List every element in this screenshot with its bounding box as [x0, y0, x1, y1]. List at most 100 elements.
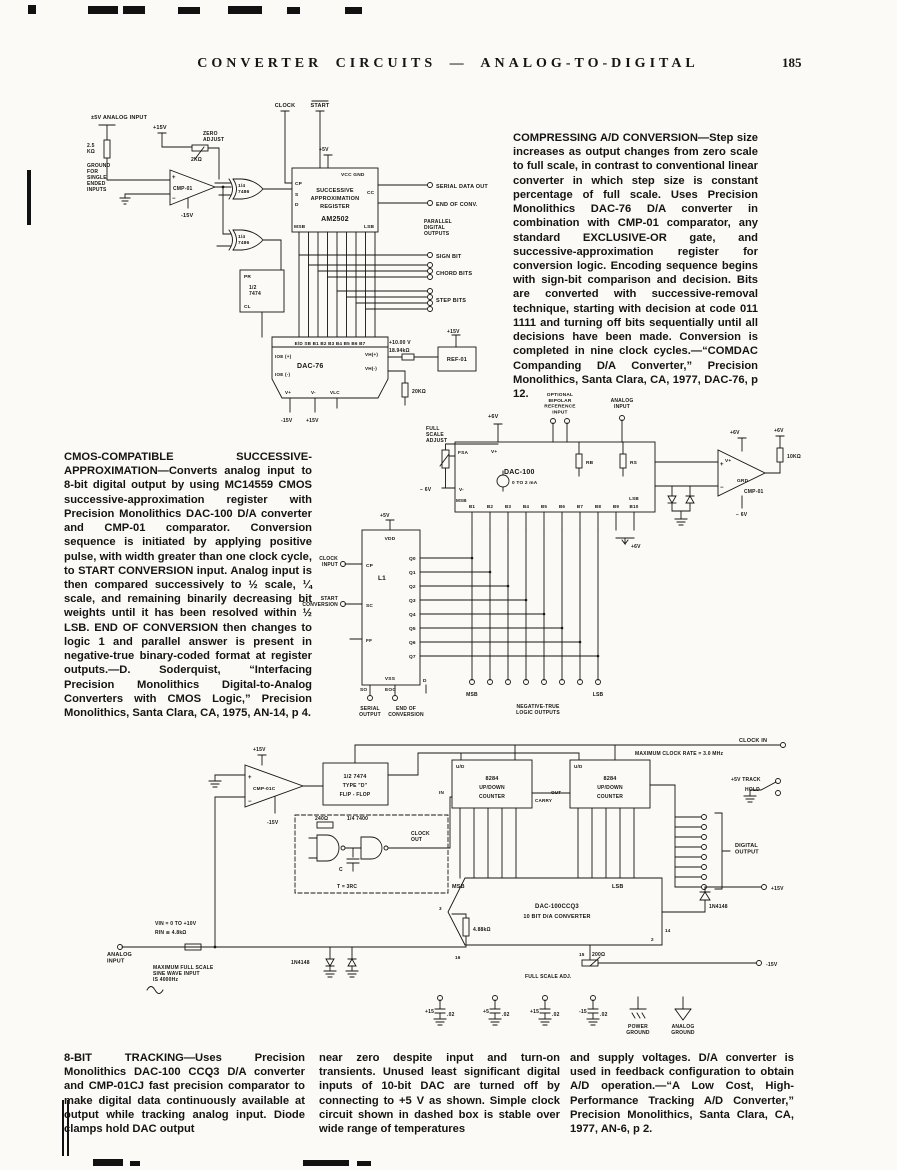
terminal-minus15	[756, 960, 762, 966]
article-compressing: COMPRESSING A/D CONVERSION—Step size inc…	[513, 131, 758, 401]
circuit2-label-q4: Q4	[409, 612, 416, 618]
circuit2-label-cmp-vplus: V+	[725, 458, 731, 464]
circuit3-label-minus15-right: -15V	[766, 962, 778, 968]
circuit2-label-lsb-out: LSB	[593, 692, 604, 698]
circuit3-label-track: +5V TRACK	[731, 777, 761, 783]
scan-mark	[130, 1161, 140, 1166]
circuit2-label-l1: L1	[378, 575, 386, 582]
circuit3-label-max-clock-rate: MAXIMUM CLOCK RATE = 3.0 MHz	[635, 751, 723, 757]
circuit2-label-q3: Q3	[409, 598, 416, 604]
circuit1-label-pin-s: S	[295, 192, 299, 198]
circuit2-label-sc: SC	[366, 603, 373, 609]
circuit1-label-msb: MSB	[294, 224, 306, 230]
circuit3-label-counter-a-3: COUNTER	[479, 794, 505, 800]
terminal-clock-in	[780, 742, 786, 748]
terminal-end-of-conversion	[392, 695, 398, 701]
circuit3-label-ud-a: U/D	[456, 764, 465, 769]
circuit3-label-counter-a-2: UP/DOWN	[479, 785, 505, 791]
potentiometer-200	[581, 959, 599, 967]
circuit1-label-r-1894k: 18.94kΩ	[389, 348, 410, 354]
circuit3-label-d1n4148-left: 1N4148	[291, 960, 310, 966]
article-cmos-title: CMOS-COMPATIBLE SUCCESSIVE-APPROXIMATION	[64, 451, 312, 478]
circuit1-label-ioe-minus: IOE (-)	[275, 372, 290, 377]
circuit2-label-b10: B10	[629, 504, 638, 509]
scan-mark	[357, 1161, 371, 1166]
counter-8284-a	[451, 759, 533, 809]
circuit2-label-b6: B6	[559, 504, 566, 509]
circuit2-label-plus5-reg: +5V	[380, 513, 390, 519]
article-tracking-col2-body: near zero despite input and turn-on tran…	[319, 1052, 560, 1136]
circuit2-label-q6: Q6	[409, 640, 416, 646]
circuit3-label-counter-b-3: COUNTER	[597, 794, 623, 800]
circuit2-label-vss: VSS	[385, 676, 396, 682]
circuit1-label-pin-vminus: V-	[311, 390, 316, 395]
diode-1n4148-right	[699, 891, 711, 901]
circuit3-label-clock-in: CLOCK IN	[739, 738, 767, 744]
circuit2-label-b8: B8	[595, 504, 602, 509]
circuit1-label-cmp-plus: +	[172, 175, 176, 181]
resistor-rb	[575, 453, 583, 469]
circuit3-label-d1n4148-right: 1N4148	[709, 904, 728, 910]
circuit1-label-pin-cp: CP	[295, 181, 303, 187]
circuit1-label-plus15-top: +15V	[153, 125, 167, 131]
circuit3-label-r-488k: 4.88kΩ	[473, 927, 491, 933]
circuit2-label-q2: Q2	[409, 584, 416, 590]
circuit3-label-counter-a-1: 8284	[485, 776, 499, 782]
circuit2-label-current-range: 0 TO 2 mA	[512, 480, 538, 486]
circuit1-label-pr: PR	[244, 274, 251, 280]
circuit2-label-minus6-cmp: − 6V	[736, 512, 748, 518]
circuit1-label-ref-supply: +15V	[447, 329, 460, 335]
circuit1-label-clock: CLOCK	[275, 103, 296, 109]
circuit1-label-dac-pin-row: E/D SB B1 B2 B3 B4 B5 B6 B7	[295, 341, 366, 346]
scan-mark	[67, 1100, 69, 1156]
circuit2-label-b2: B2	[487, 504, 494, 509]
circuit1-label-step-bits: STEP BITS	[436, 298, 466, 304]
analog-ground-symbol	[674, 996, 692, 1021]
circuit2-label-b1: B1	[469, 504, 476, 509]
circuit1-label-vcc-gnd: VCC GND	[341, 172, 365, 178]
circuit1-label-lsb: LSB	[364, 224, 375, 230]
clamp-diode-1	[667, 495, 677, 504]
scan-mark	[123, 6, 145, 14]
circuit3-label-ff-3: FLIP - FLOP	[340, 792, 371, 798]
scan-mark	[287, 7, 300, 14]
circuit1-label-sar-1: SUCCESSIVE	[316, 188, 354, 194]
circuit3-label-pin-15: 15	[579, 952, 585, 957]
circuit1-label-sar-3: REGISTER	[320, 204, 350, 210]
circuit3-label-r-240: 240Ω	[315, 816, 328, 822]
circuit3-wires	[117, 742, 786, 1026]
register-mc14559	[361, 529, 421, 686]
circuit1-wires	[98, 100, 477, 413]
resistor-10k	[776, 447, 784, 463]
circuit3-label-carry: CARRY	[535, 798, 552, 803]
clamp-diode-1n4148-b	[347, 958, 357, 967]
circuit3-label-cmp-minus: −	[248, 799, 252, 805]
circuit3-label-cap3-c: .02	[552, 1012, 560, 1018]
article-tracking-col2: near zero despite input and turn-on tran…	[319, 1051, 560, 1136]
circuit3-label-plus15-right: +15V	[771, 886, 784, 892]
article-cmos-body: —Converts analog input to 8-bit digital …	[64, 465, 312, 719]
circuit2-label-fsa: FSA	[458, 450, 469, 456]
circuit2-label-plus6-dac: +6V	[488, 414, 499, 420]
circuit3-label-ff-1: 1/2 7474	[343, 774, 367, 780]
comparator-cmp01	[169, 169, 217, 206]
circuit3-label-msb: MSB	[452, 884, 465, 890]
circuit3-label-g-7400: 1/4 7400	[347, 816, 368, 822]
circuit1-label-sign-bit: SIGN BIT	[436, 254, 462, 260]
circuit1-label-start: START	[311, 103, 330, 109]
circuit1-label-minus15: -15V	[181, 213, 194, 219]
circuit3-label-cap4-v: -15	[579, 1009, 587, 1015]
scan-mark	[62, 1100, 64, 1156]
terminal-end-of-conv	[427, 200, 433, 206]
circuit2-label-b4: B4	[523, 504, 530, 509]
article-tracking-col1: 8-BIT TRACKING—Uses Precision Monolithic…	[64, 1051, 305, 1136]
